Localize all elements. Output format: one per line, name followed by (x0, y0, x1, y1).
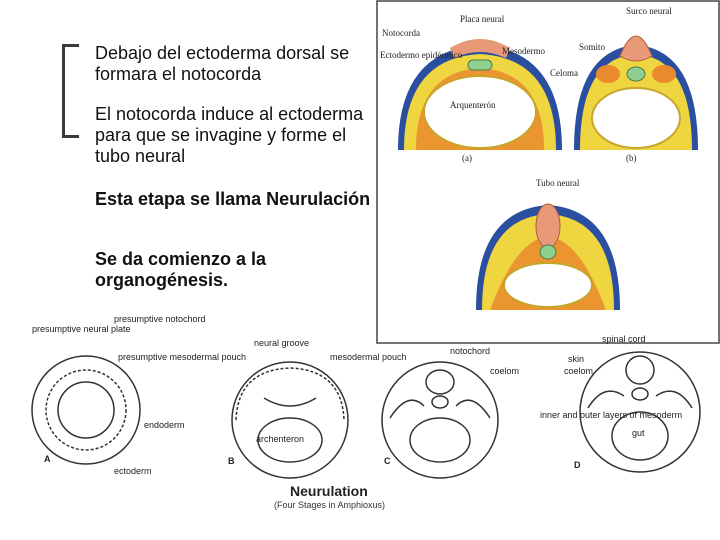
stage-a-diagram (31, 355, 141, 465)
stage-c-diagram (476, 203, 620, 310)
stage-c-diagram (381, 361, 499, 479)
label-celoma: Celoma (550, 68, 578, 78)
label-stage-c: C (384, 456, 391, 466)
neurulation-spanish-figure: Notocorda Placa neural Surco neural Ecto… (376, 0, 720, 344)
label-placa-neural: Placa neural (460, 14, 505, 24)
stage-b-diagram (574, 35, 698, 150)
label-somito: Somito (579, 42, 606, 52)
label-notocorda: Notocorda (382, 28, 420, 38)
label-presumptive-notochord: presumptive notochord (114, 314, 206, 324)
label-b: (b) (626, 153, 637, 163)
label-ectoderm: ectoderm (114, 466, 152, 476)
label-ectodermo: Ectodermo epidérmico (380, 50, 463, 60)
figure-title: Neurulation (290, 483, 368, 499)
label-stage-a: A (44, 454, 51, 464)
label-stage-b: B (228, 456, 235, 466)
bullet-1: Debajo del ectoderma dorsal se formara e… (95, 43, 350, 84)
label-presumptive-neural-plate: presumptive neural plate (32, 324, 131, 334)
label-inner-outer-line-1: inner and outer layers of mesoderm (540, 410, 682, 420)
label-skin: skin (568, 354, 584, 364)
bullet-3: Esta etapa se llama Neurulación (95, 189, 371, 209)
label-coelom-d: coelom (564, 366, 593, 376)
label-archenteron: archenteron (256, 434, 304, 444)
stage-b-diagram (231, 361, 349, 479)
label-mesodermo: Mesodermo (502, 46, 545, 56)
bullet-4: Se da comienzo a la organogénesis. (95, 249, 267, 290)
bullet-2: El notocorda induce al ectoderma para qu… (95, 104, 364, 166)
label-gut: gut (632, 428, 645, 438)
label-surco-neural: Surco neural (626, 6, 672, 16)
label-endoderm: endoderm (144, 420, 185, 430)
label-tubo-neural: Tubo neural (536, 178, 580, 188)
label-presumptive-mesodermal-pouch: presumptive mesodermal pouch (118, 352, 246, 362)
bullet-bracket (62, 44, 79, 138)
label-arquenteron: Arquenterón (450, 100, 496, 110)
label-coelom-c: coelom (490, 366, 519, 376)
label-mesodermal-pouch: mesodermal pouch (330, 352, 407, 362)
label-inner-outer-layers: inner and outer layers of mesoderm (540, 410, 682, 420)
neurulation-amphioxus-figure: presumptive neural plate presumptive not… (31, 314, 701, 510)
label-neural-groove: neural groove (254, 338, 309, 348)
label-spinal-cord: spinal cord (602, 334, 646, 344)
stage-a-diagram (398, 39, 562, 150)
label-stage-d: D (574, 460, 581, 470)
stage-d-diagram (579, 351, 701, 473)
label-notochord: notochord (450, 346, 490, 356)
figure-subtitle: (Four Stages in Amphioxus) (274, 500, 385, 510)
label-a: (a) (462, 153, 472, 163)
